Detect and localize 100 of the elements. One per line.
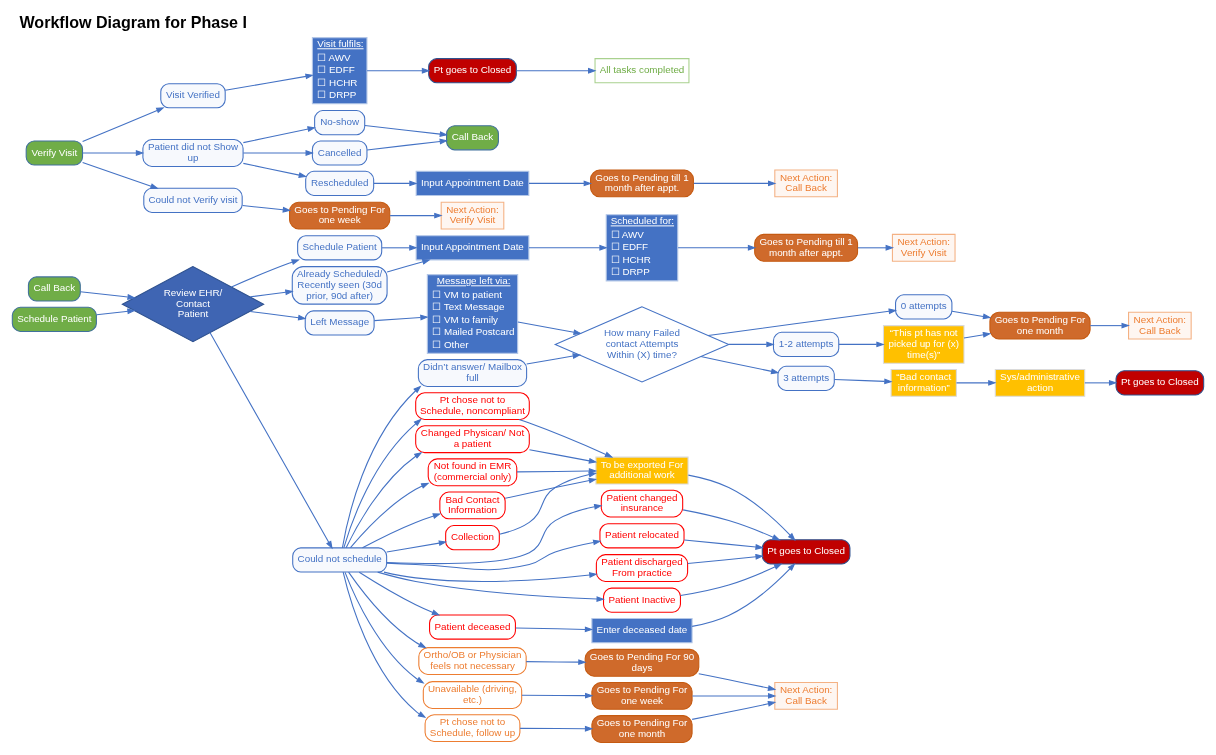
arrow — [373, 314, 429, 322]
arrow — [230, 259, 300, 288]
arrow — [683, 539, 764, 550]
arrow — [682, 509, 781, 541]
node-box: Goes to Pending For 90 days — [584, 648, 700, 677]
node-box: Message left via: ☐ VM to patient ☐ Text Message ☐ VM to family ☐ Mailed Postcard ☐ Other — [426, 274, 519, 354]
arrow — [249, 310, 307, 321]
arrow — [364, 124, 449, 138]
arrow — [951, 310, 992, 320]
arrow — [698, 673, 777, 691]
node-box: Left Message — [304, 310, 375, 336]
arrow — [963, 331, 992, 339]
node-box: Pt chose not to Schedule, follow up — [424, 714, 521, 743]
arrow — [82, 150, 145, 156]
arrow — [361, 513, 442, 549]
node-box: All tasks completed — [594, 58, 690, 84]
node-box: Ortho/OB or Physician feels not necessary — [418, 647, 527, 675]
arrow — [366, 138, 449, 151]
node-box: Rescheduled — [305, 170, 375, 197]
arrow — [224, 73, 314, 91]
arrow — [386, 503, 603, 565]
arrow — [528, 449, 598, 464]
node-box: 1-2 attempts — [772, 331, 840, 357]
node-box: Next Action: Verify Visit — [891, 233, 956, 262]
arrow — [526, 353, 582, 365]
arrow — [386, 259, 431, 273]
arrow — [504, 477, 598, 499]
node-box: Pt goes to Closed — [761, 539, 851, 565]
node-box: Next Action: Call Back — [774, 681, 838, 710]
arrow — [528, 244, 608, 251]
arrow — [343, 418, 422, 549]
arrow — [498, 471, 598, 535]
arrow — [833, 378, 893, 385]
arrow — [373, 180, 418, 187]
node-box: Goes to Pending For one month — [989, 311, 1091, 340]
node-diamond: How many Failed contact Attempts Within (X) time? — [553, 306, 731, 383]
node-box: Pt goes to Closed — [428, 58, 517, 84]
diagram-title: Workflow Diagram for Phase I — [19, 13, 247, 32]
arrow — [693, 180, 777, 187]
node-box: Patient deceased — [429, 614, 516, 640]
arrow — [389, 212, 443, 219]
arrow — [209, 332, 333, 550]
arrow — [838, 341, 885, 348]
node-box: Goes to Pending For one week — [591, 681, 693, 710]
node-box: Patient relocated — [599, 523, 685, 549]
arrow — [517, 321, 582, 336]
arrow — [525, 659, 587, 666]
node-box: Pt chose not to Schedule, noncompliant — [415, 392, 530, 421]
node-box: Goes to Pending For one week — [289, 201, 391, 230]
arrow — [386, 539, 602, 571]
arrow — [680, 563, 783, 597]
node-box: Goes to Pending till 1 month after appt. — [590, 169, 694, 198]
node-box: Could not Verify visit — [143, 187, 243, 213]
node-box: Patient discharged From practice — [595, 554, 689, 582]
arrow — [857, 244, 894, 251]
node-box: Cancelled — [311, 140, 368, 166]
arrow — [249, 289, 294, 298]
arrow — [242, 150, 314, 156]
node-box: No-show — [314, 110, 366, 136]
arrow — [700, 356, 780, 375]
arrow — [691, 563, 796, 627]
node-box: Sys/administrative action — [994, 368, 1086, 397]
arrow — [956, 379, 997, 386]
node-diamond: Review EHR/ Contact Patient — [121, 266, 265, 343]
arrow — [82, 161, 159, 189]
arrow — [242, 204, 292, 213]
arrow — [691, 692, 777, 699]
arrow — [1084, 379, 1118, 386]
node-box: Goes to Pending till 1 month after appt. — [754, 233, 859, 262]
node-box: Next Action: Verify Visit — [440, 201, 505, 230]
node-box: “Bad contact information” — [890, 368, 957, 397]
arrow — [344, 571, 425, 684]
arrow — [342, 571, 427, 719]
node-box: Schedule Patient — [11, 306, 97, 332]
arrow — [518, 419, 614, 458]
arrow — [728, 341, 775, 348]
node-box: Input Appointment Date — [415, 235, 530, 261]
node-box: Pt goes to Closed — [1115, 370, 1205, 396]
node-box: Schedule Patient — [297, 235, 383, 261]
arrow — [516, 67, 597, 74]
arrow — [691, 700, 777, 720]
arrow — [1089, 322, 1130, 329]
node-box: Input Appointment Date — [415, 170, 530, 197]
arrow — [528, 180, 593, 187]
node-box: Call Back — [446, 125, 499, 151]
arrow — [377, 571, 605, 602]
arrow — [96, 308, 136, 316]
arrow — [341, 385, 422, 549]
node-box: Next Action: Call Back — [1128, 311, 1192, 340]
node-box: To be exported For additional work — [595, 456, 689, 485]
node-box: Enter deceased date — [591, 618, 693, 644]
node-box: Scheduled for: ☐ AWV ☐ EDFF ☐ HCHR ☐ DRPP — [605, 214, 679, 282]
node-box: 3 attempts — [777, 365, 835, 391]
arrow — [386, 540, 448, 553]
arrow — [521, 692, 594, 699]
arrow — [82, 107, 165, 143]
node-box: Verify Visit — [25, 140, 84, 166]
arrow — [79, 291, 136, 300]
arrow — [242, 162, 308, 178]
node-box: Visit Verified — [160, 83, 226, 109]
